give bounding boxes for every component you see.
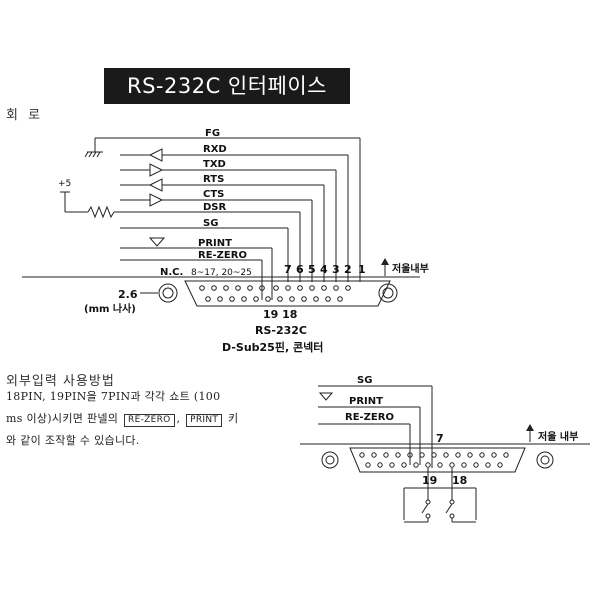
signal-label-sg: SG bbox=[203, 218, 218, 229]
external-desc-line1: 18PIN, 19PIN을 7PIN과 각각 쇼트 (100 bbox=[6, 390, 221, 403]
ext-scale-inside-label: 저울 내부 bbox=[538, 430, 578, 443]
signal-label-print: PRINT bbox=[198, 238, 232, 249]
scale-inside-label: 저울내부 bbox=[392, 262, 429, 275]
ext-pin-18-label: 18 bbox=[452, 474, 467, 487]
external-desc-line2-b: 키 bbox=[227, 412, 239, 425]
pin-number-7: 7 bbox=[284, 263, 292, 276]
external-desc-line2: ms 이상)시키면 판넬의 RE-ZERO, PRINT 키 bbox=[6, 408, 238, 430]
ext-signal-label-print: PRINT bbox=[349, 396, 383, 407]
connector-top-row bbox=[199, 285, 351, 291]
screw-unit-label: (mm 나사) bbox=[84, 302, 136, 315]
plus5-label: +5 bbox=[58, 179, 71, 189]
ext-signal-label-sg: SG bbox=[357, 375, 372, 386]
comma-text: , bbox=[176, 412, 181, 425]
nc-pins-label: 8~17, 20~25 bbox=[191, 268, 252, 278]
print-key-label: PRINT bbox=[186, 414, 223, 427]
pin-number-2: 2 bbox=[344, 263, 352, 276]
page-title: RS-232C 인터페이스 bbox=[104, 68, 350, 104]
nc-label: N.C. bbox=[160, 267, 183, 278]
pin-number-4: 4 bbox=[320, 263, 328, 276]
connector-bottom-row bbox=[205, 296, 343, 302]
ext-pin-7-label: 7 bbox=[436, 432, 444, 445]
signal-label-fg: FG bbox=[205, 128, 220, 139]
signal-label-rts: RTS bbox=[203, 174, 224, 185]
pin-number-1: 1 bbox=[358, 263, 366, 276]
pin-number-3: 3 bbox=[332, 263, 340, 276]
rezero-key-label: RE-ZERO bbox=[124, 414, 175, 427]
screw-size-label: 2.6 bbox=[118, 288, 138, 301]
connector-type: D-Sub25핀, 콘넥터 bbox=[222, 340, 323, 354]
pin-number-6: 6 bbox=[296, 263, 304, 276]
ext-pin-19-label: 19 bbox=[422, 474, 437, 487]
bottom-pin-numbers: 19 18 bbox=[263, 308, 297, 321]
signal-label-rxd: RXD bbox=[203, 144, 227, 155]
connector-name: RS-232C bbox=[255, 324, 307, 337]
external-desc-line3: 와 같이 조작할 수 있습니다. bbox=[6, 434, 140, 447]
signal-label-dsr: DSR bbox=[203, 202, 227, 213]
external-desc-paragraph: 18PIN, 19PIN을 7PIN과 각각 쇼트 (100 ms 이상)시키면… bbox=[6, 386, 238, 452]
signal-label-txd: TXD bbox=[203, 159, 226, 170]
signal-label-cts: CTS bbox=[203, 189, 224, 200]
ext-signal-label-rezero: RE-ZERO bbox=[345, 412, 394, 423]
external-desc-line2-a: ms 이상)시키면 판넬의 bbox=[6, 412, 119, 425]
signal-label-rezero: RE-ZERO bbox=[198, 250, 247, 261]
section-circuit-heading: 회 로 bbox=[6, 108, 44, 123]
pin-number-5: 5 bbox=[308, 263, 316, 276]
section-external-heading: 외부입력 사용방법 bbox=[6, 374, 115, 389]
